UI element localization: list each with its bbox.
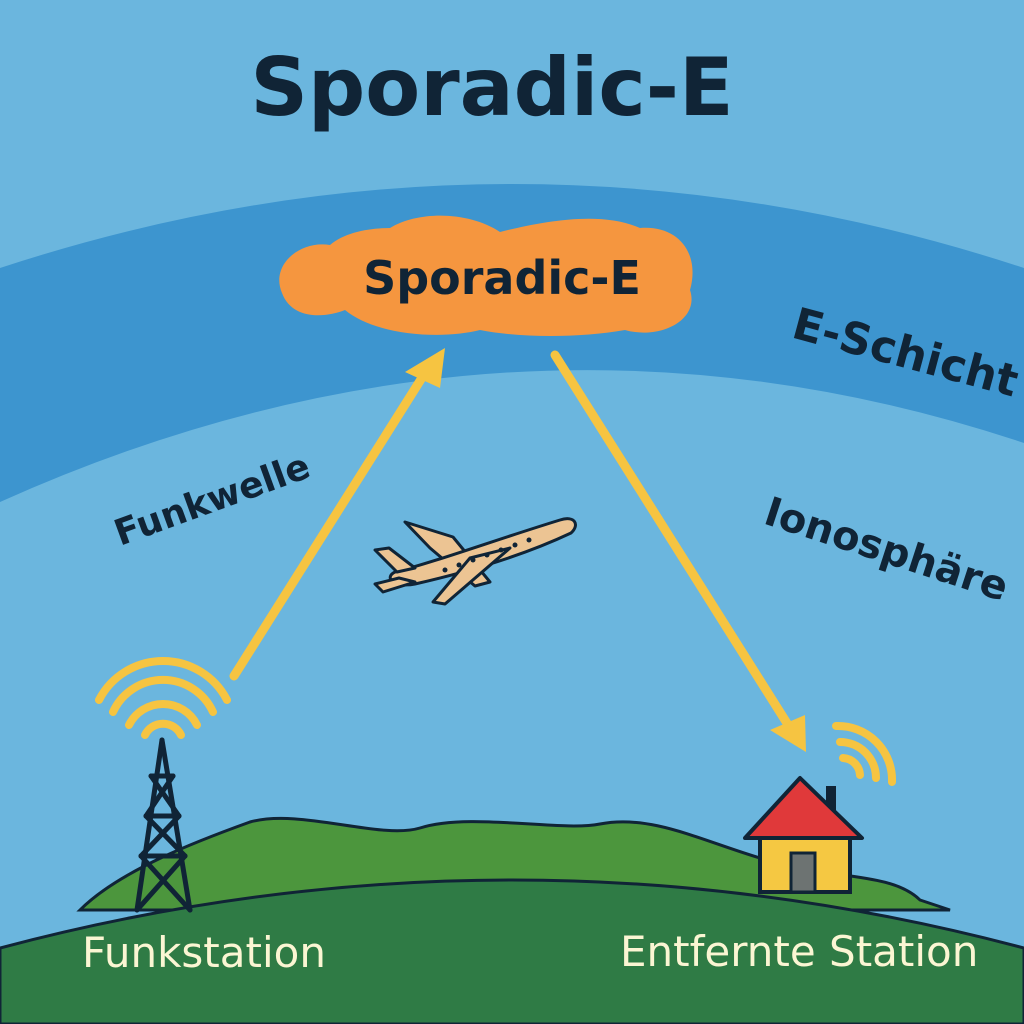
house-icon (743, 776, 864, 894)
airplane-icon (373, 517, 577, 606)
house-signal-waves-icon (832, 721, 897, 786)
tower-signal-waves-icon (95, 657, 231, 739)
station-left-label: Funkstation (82, 928, 326, 977)
sporadic-e-cloud (279, 215, 693, 336)
station-right-label: Entfernte Station (620, 927, 978, 976)
radio-tower-icon (134, 737, 193, 913)
page-title: Sporadic-E (250, 41, 733, 134)
downward-wave-arrow (550, 350, 806, 752)
ground (0, 878, 1024, 1024)
upward-wave-arrow (229, 348, 445, 681)
cloud-label: Sporadic-E (363, 251, 641, 305)
e-layer-band (0, 184, 1024, 502)
